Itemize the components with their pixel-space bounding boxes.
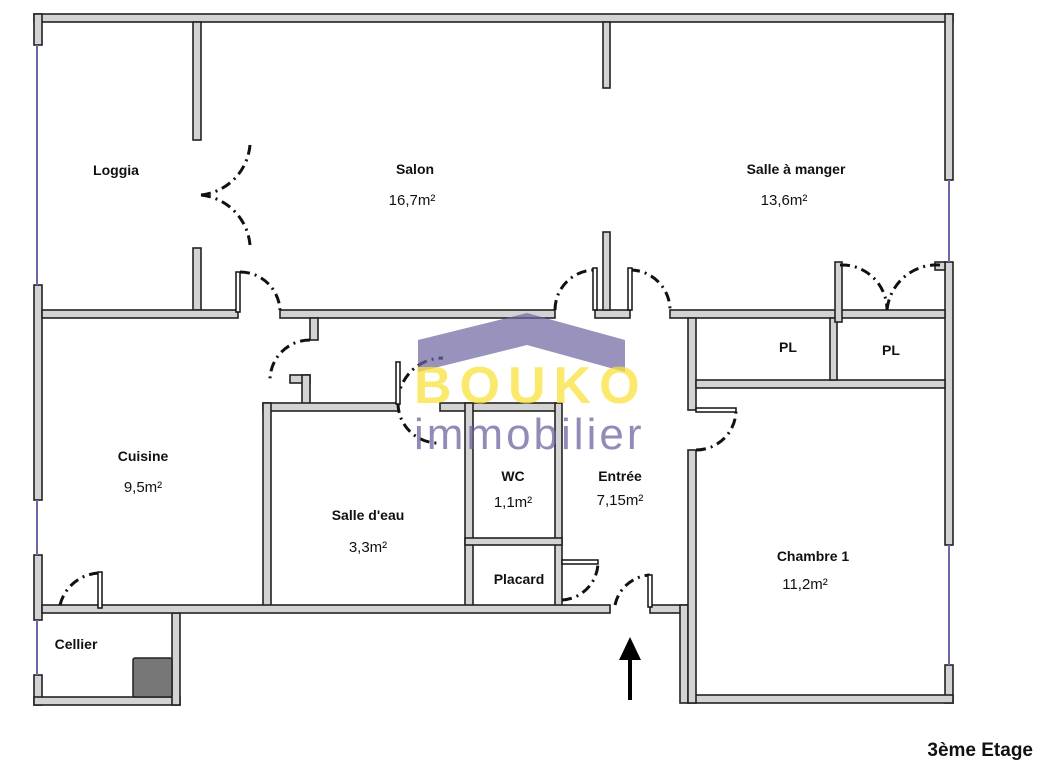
walls (33, 13, 954, 706)
room-loggia-name: Loggia (93, 162, 139, 178)
watermark-sub: immobilier (414, 410, 645, 459)
floor-label: 3ème Etage (927, 740, 1033, 761)
door-leaves (97, 267, 737, 609)
windows (36, 45, 950, 675)
room-chambre-area: 11,2m² (782, 576, 828, 593)
room-cellier-name: Cellier (54, 636, 98, 652)
watermark-brand: BOUKO (414, 357, 648, 415)
room-cuisine-name: Cuisine (117, 448, 169, 464)
doors (58, 144, 941, 606)
room-salle-deau-name: Salle d'eau (331, 507, 405, 523)
room-chambre-name: Chambre 1 (776, 548, 850, 564)
room-pl1-name: PL (779, 339, 797, 355)
room-salle-a-manger-area: 13,6m² (760, 192, 808, 209)
room-placard-name: Placard (493, 571, 545, 587)
room-salle-deau-area: 3,3m² (348, 539, 388, 556)
room-salon-area: 16,7m² (388, 192, 436, 209)
room-entree-area: 7,15m² (596, 492, 644, 509)
room-cuisine-area: 9,5m² (123, 479, 163, 496)
room-entree-name: Entrée (598, 468, 642, 484)
room-wc-area: 1,1m² (493, 494, 533, 511)
room-wc-name: WC (501, 468, 525, 484)
entrance-arrow-icon (619, 637, 641, 700)
room-salle-a-manger-name: Salle à manger (746, 161, 846, 177)
room-salon-name: Salon (395, 161, 435, 177)
room-pl2-name: PL (882, 342, 900, 358)
watermark-house-icon (418, 313, 625, 372)
